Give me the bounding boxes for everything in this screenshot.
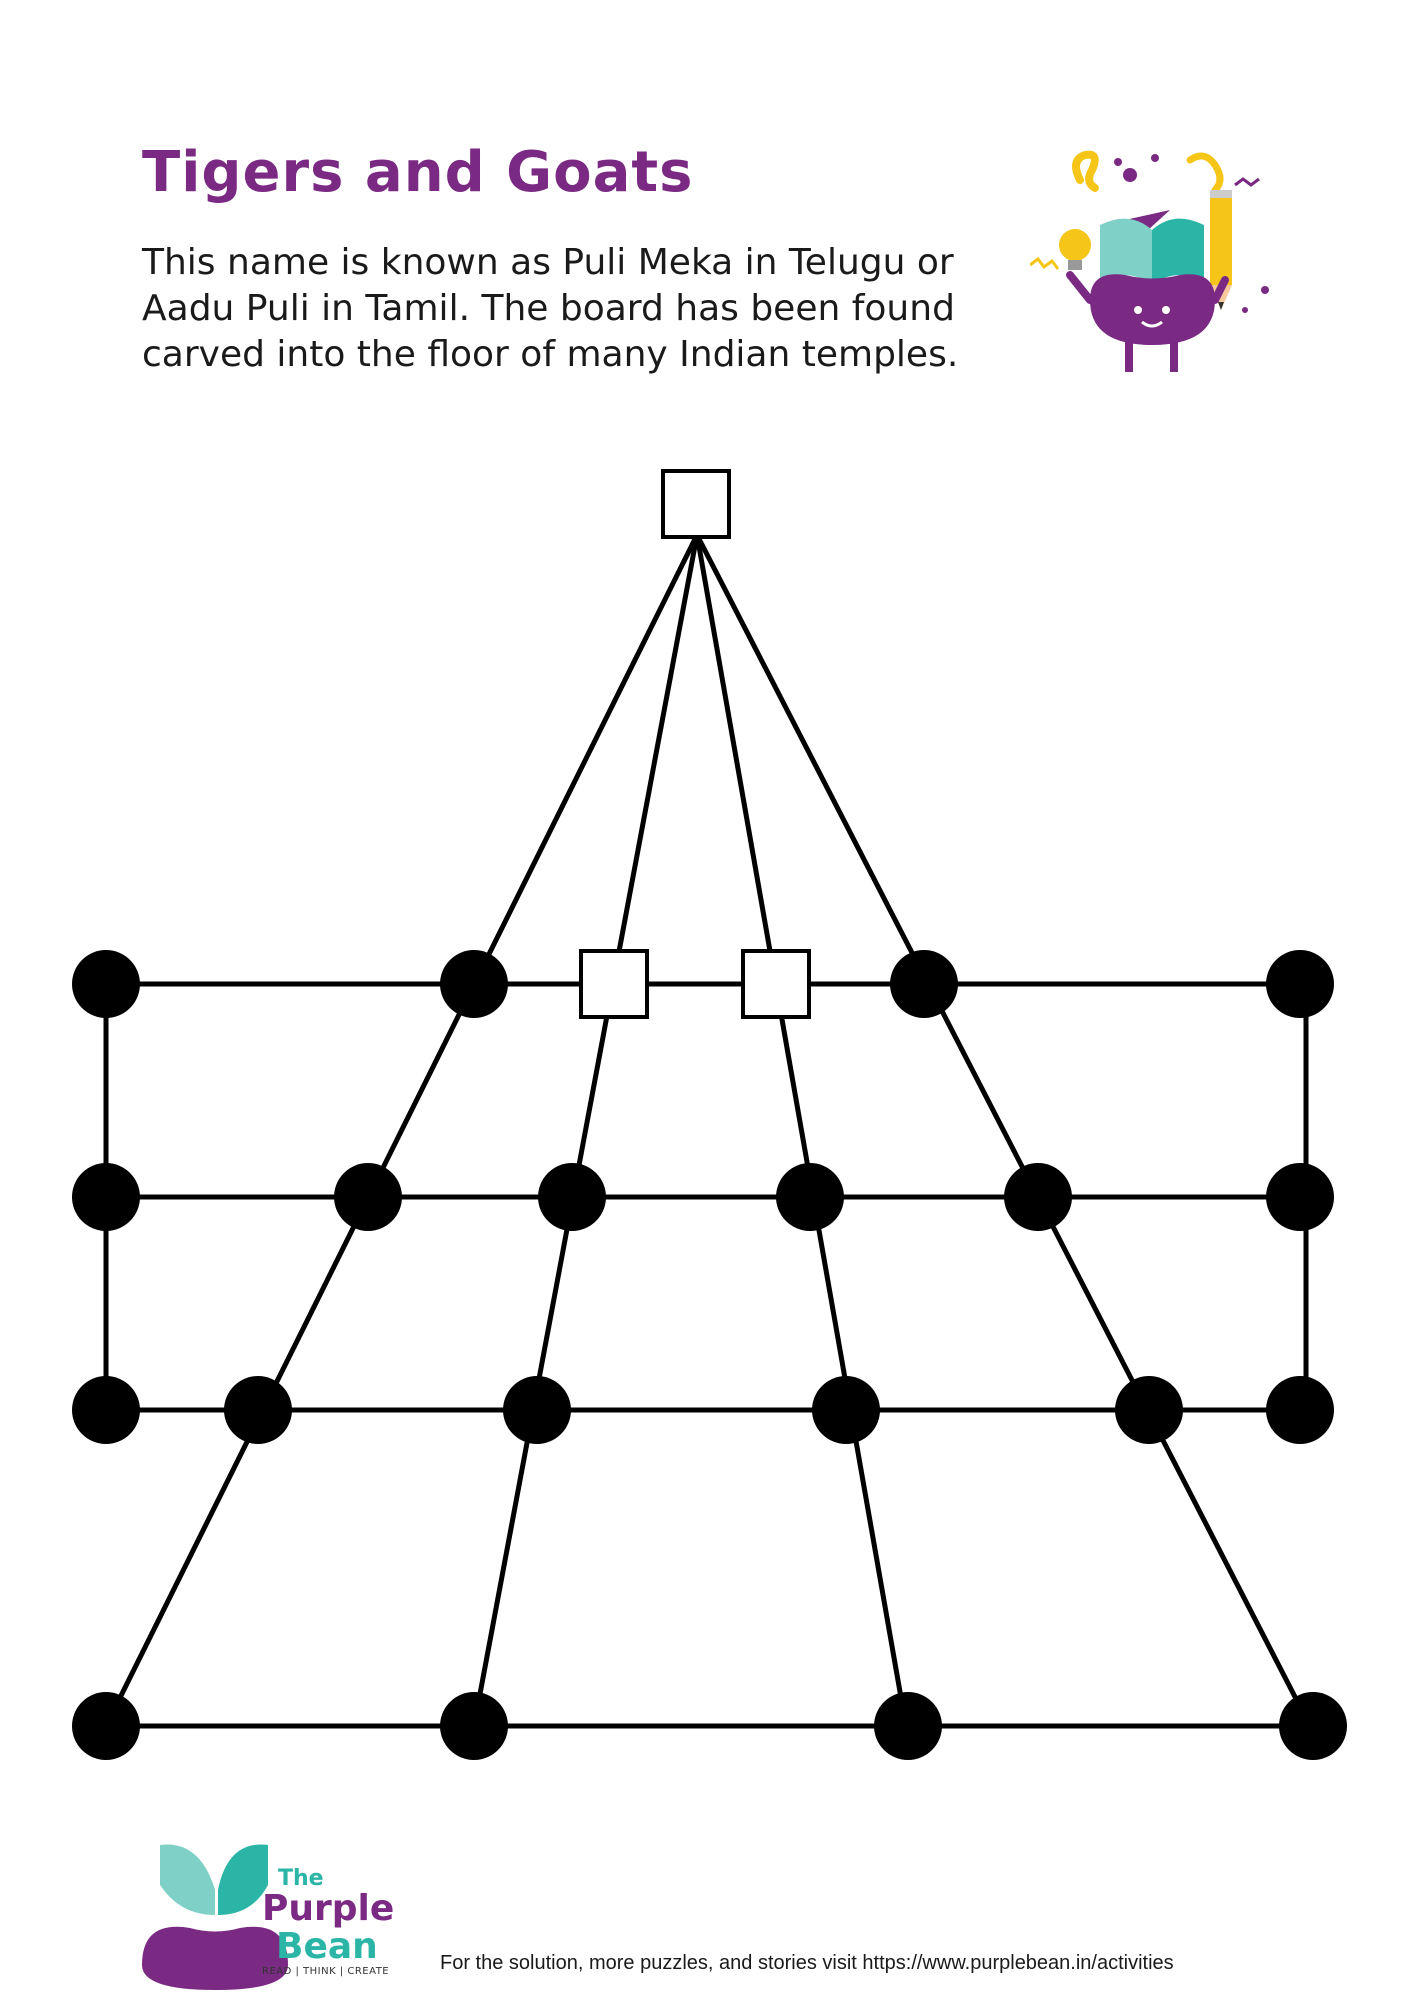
board-point[interactable]	[440, 950, 508, 1018]
board-point[interactable]	[503, 1376, 571, 1444]
board-point[interactable]	[890, 950, 958, 1018]
logo-leaf-right-icon	[218, 1845, 268, 1915]
board-point[interactable]	[1266, 1163, 1334, 1231]
board-square[interactable]	[743, 951, 809, 1017]
board-point[interactable]	[1115, 1376, 1183, 1444]
board-line	[697, 535, 1310, 1726]
logo-text-bean: Bean	[276, 1926, 378, 1967]
board-point[interactable]	[224, 1376, 292, 1444]
board-point[interactable]	[1266, 1376, 1334, 1444]
board-point[interactable]	[334, 1163, 402, 1231]
logo-bean-icon	[142, 1927, 288, 1990]
board-point[interactable]	[776, 1163, 844, 1231]
board-line	[697, 535, 906, 1726]
board-point[interactable]	[72, 1376, 140, 1444]
board-point[interactable]	[874, 1692, 942, 1760]
board-point[interactable]	[538, 1163, 606, 1231]
logo-leaf-left-icon	[160, 1845, 215, 1915]
board-point[interactable]	[72, 1163, 140, 1231]
board-point[interactable]	[1004, 1163, 1072, 1231]
board-point[interactable]	[72, 950, 140, 1018]
board-line	[474, 535, 697, 1726]
board-lines	[106, 535, 1310, 1726]
board-square[interactable]	[581, 951, 647, 1017]
footer-text: For the solution, more puzzles, and stor…	[440, 1952, 1174, 1975]
board-point[interactable]	[440, 1692, 508, 1760]
board-point[interactable]	[812, 1376, 880, 1444]
board-point[interactable]	[72, 1692, 140, 1760]
board-square-apex[interactable]	[663, 471, 729, 537]
board-point[interactable]	[1266, 950, 1334, 1018]
logo-tagline: READ | THINK | CREATE	[262, 1966, 389, 1977]
board-point[interactable]	[1279, 1692, 1347, 1760]
board-line	[106, 535, 697, 1726]
logo-text-purple: Purple	[262, 1888, 394, 1929]
